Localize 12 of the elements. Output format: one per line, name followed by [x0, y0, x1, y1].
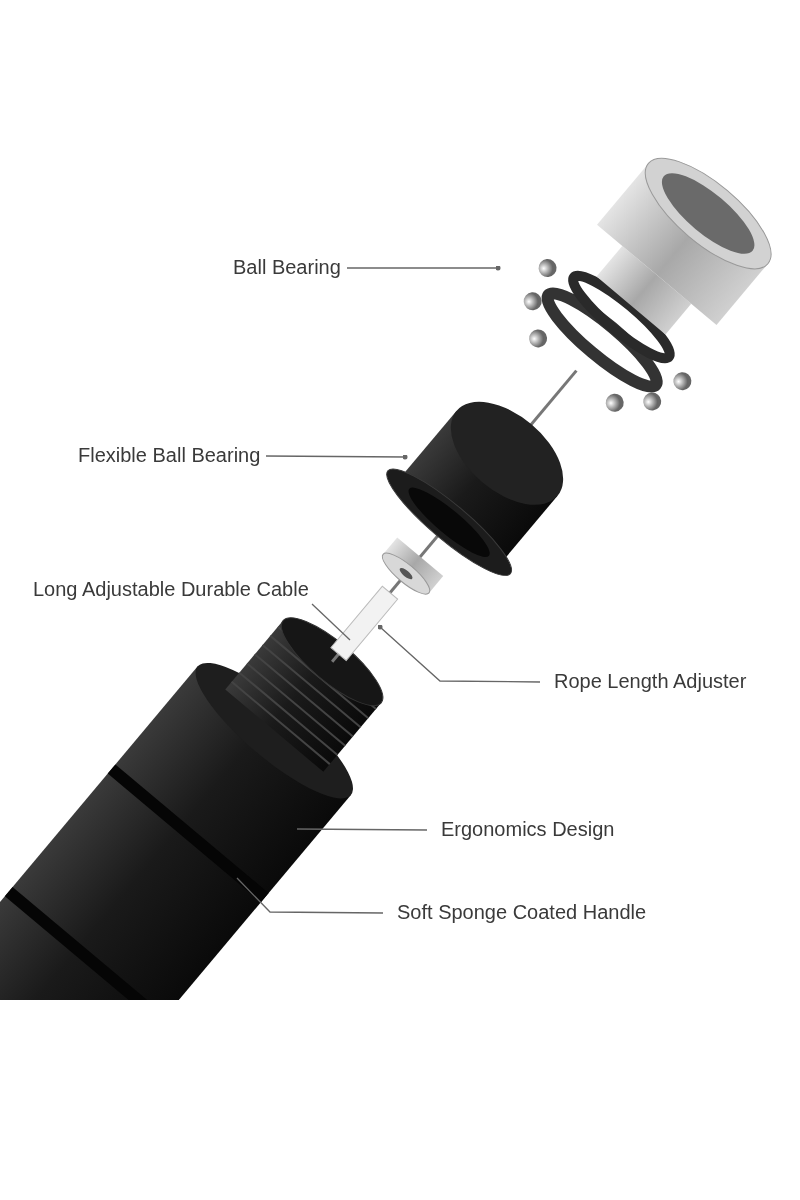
- leader-line: [346, 265, 501, 271]
- callout-label: Flexible Ball Bearing: [78, 442, 261, 468]
- callout-label: Ergonomics Design: [441, 816, 615, 842]
- leader-line: [236, 877, 384, 914]
- callout-label: Rope Length Adjuster: [554, 668, 747, 694]
- leader-line: [265, 454, 408, 460]
- leader-line: [296, 828, 428, 831]
- leader-line: [311, 603, 351, 641]
- callout-label: Soft Sponge Coated Handle: [397, 899, 647, 925]
- leader-line: [377, 624, 541, 683]
- callout-label: Long Adjustable Durable Cable: [33, 576, 309, 602]
- callout-label: Ball Bearing: [233, 254, 341, 280]
